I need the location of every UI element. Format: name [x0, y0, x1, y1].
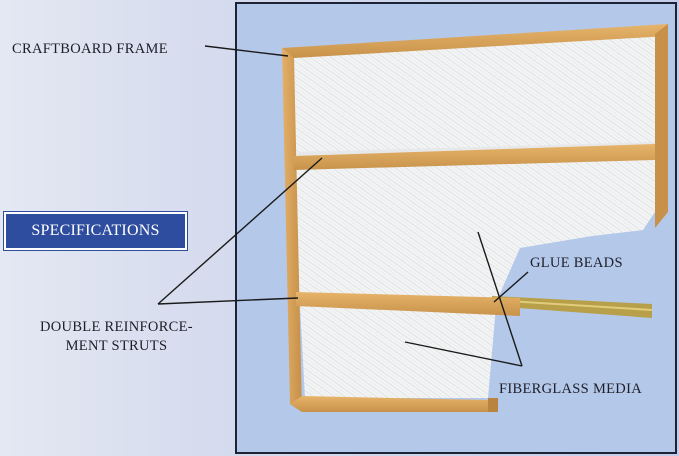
leader-media-top [477, 231, 523, 367]
double-struts-label-line2: MENT STRUTS [65, 338, 168, 354]
leader-craftboard [204, 45, 289, 57]
specifications-button[interactable]: SPECIFICATIONS [4, 212, 187, 250]
glue-beads-label: GLUE BEADS [530, 255, 623, 271]
leader-strut-bottom [157, 297, 299, 305]
craftboard-frame-label: CRAFTBOARD FRAME [12, 41, 168, 57]
fiberglass-media-label: FIBERGLASS MEDIA [499, 381, 642, 397]
reinforcement-struts [294, 144, 655, 316]
craftboard-frame [282, 24, 668, 412]
double-struts-label-line1: DOUBLE REINFORCE- [40, 319, 193, 335]
leader-strut-top [157, 157, 323, 305]
leader-lines [157, 45, 529, 367]
double-struts-label: DOUBLE REINFORCE- MENT STRUTS [40, 318, 193, 356]
leader-media-bottom [404, 341, 523, 367]
